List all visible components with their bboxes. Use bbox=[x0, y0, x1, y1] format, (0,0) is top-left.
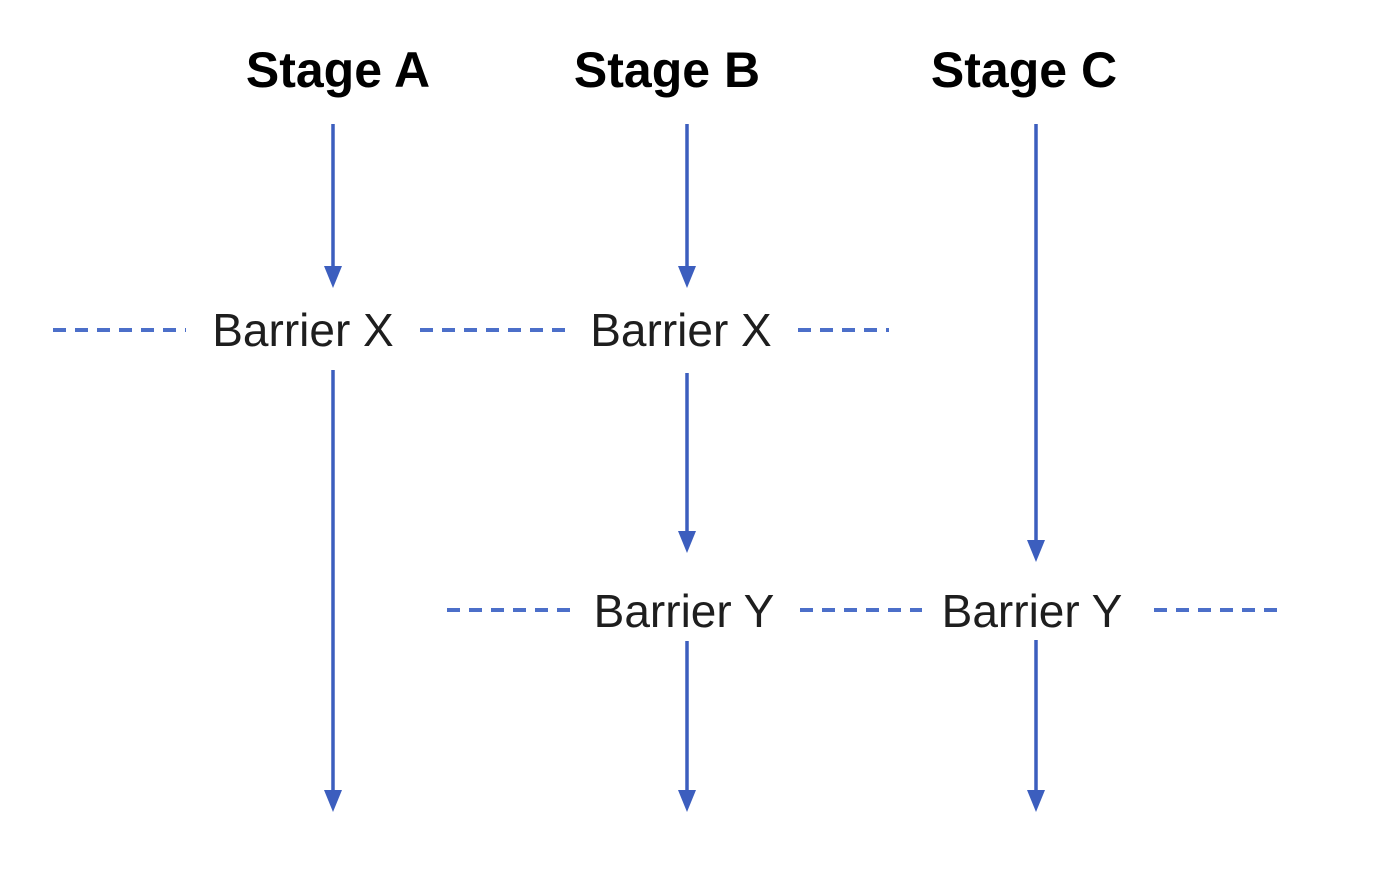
arrow-head bbox=[1027, 540, 1045, 562]
arrow-head bbox=[324, 266, 342, 288]
arrow-head bbox=[678, 790, 696, 812]
stage-a-arrow-lower bbox=[324, 370, 342, 812]
barrier-x-row: Barrier X Barrier X bbox=[53, 304, 889, 356]
stage-b-arrow-upper bbox=[678, 124, 696, 288]
barrier-y-label-stage-c: Barrier Y bbox=[942, 585, 1123, 637]
stage-a-arrow-upper bbox=[324, 124, 342, 288]
arrow-head bbox=[678, 531, 696, 553]
stage-c-arrow-upper bbox=[1027, 124, 1045, 562]
barrier-x-label-stage-a: Barrier X bbox=[212, 304, 393, 356]
stage-b-arrow-middle bbox=[678, 373, 696, 553]
stage-a-title: Stage A bbox=[246, 42, 430, 98]
stage-c-arrow-lower bbox=[1027, 640, 1045, 812]
barrier-y-row: Barrier Y Barrier Y bbox=[447, 585, 1281, 637]
arrow-head bbox=[324, 790, 342, 812]
stage-c-title: Stage C bbox=[931, 42, 1117, 98]
stage-b-arrow-lower bbox=[678, 641, 696, 812]
arrow-head bbox=[1027, 790, 1045, 812]
stage-b-title: Stage B bbox=[574, 42, 760, 98]
arrow-head bbox=[678, 266, 696, 288]
barrier-y-label-stage-b: Barrier Y bbox=[594, 585, 775, 637]
barrier-x-label-stage-b: Barrier X bbox=[590, 304, 771, 356]
